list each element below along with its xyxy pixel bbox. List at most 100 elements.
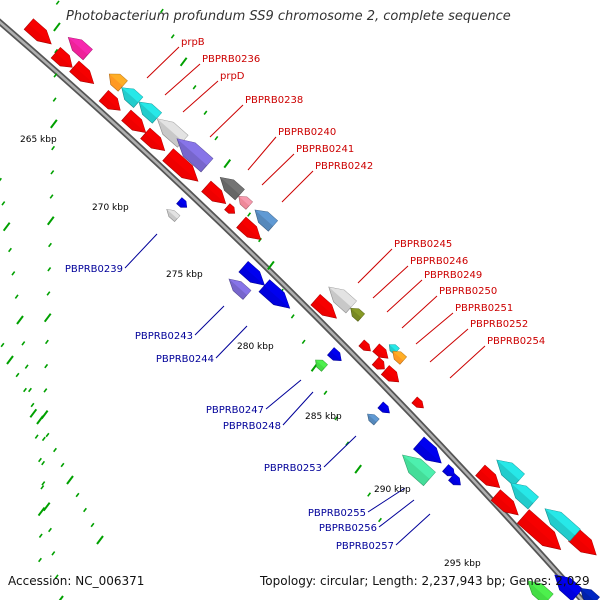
gene-arrow [475, 464, 501, 489]
gene-arrow-shine [229, 279, 251, 295]
leader-line-forward [401, 295, 438, 329]
tick-mark [37, 506, 46, 517]
gene-arrow [516, 509, 562, 550]
gene-arrow-shine [361, 340, 371, 351]
gene-arrow-shine [206, 181, 226, 204]
tick-mark [38, 457, 42, 463]
gene-arrow [411, 396, 424, 409]
gene-arrow-shine [445, 464, 455, 476]
tick-mark [159, 8, 164, 14]
leader-line-reverse [215, 325, 248, 359]
tick-mark [60, 462, 65, 468]
tick-mark [43, 313, 52, 323]
tick-mark [21, 341, 26, 346]
gene-arrow-shine [328, 287, 357, 307]
leader-line-forward [429, 328, 469, 363]
gene-arrow-shine [315, 360, 328, 368]
gene-label-forward: prpB [181, 37, 205, 48]
leader-line-reverse [124, 233, 158, 269]
gene-arrow-shine [103, 90, 121, 111]
gene-label-reverse: PBPRB0244 [156, 354, 214, 365]
tick-mark [28, 387, 32, 393]
leader-line-reverse [378, 499, 415, 528]
tick-mark [53, 73, 58, 78]
tick-marks [0, 0, 382, 600]
gene-arrow-body [219, 176, 245, 201]
tick-mark [34, 434, 39, 439]
gene-arrow [372, 343, 389, 359]
tick-mark [41, 481, 46, 486]
gene-arrow-shine [168, 148, 198, 182]
gene-arrow-shine [375, 357, 385, 369]
gene-arrow-body [554, 574, 583, 600]
gene-label-forward: PBPRB0252 [470, 319, 528, 330]
leader-line-forward [386, 279, 423, 313]
gene-arrow-shine [380, 402, 390, 413]
tick-mark [38, 533, 43, 539]
map-title: Photobacterium profundum SS9 chromosome … [66, 9, 511, 24]
gene-arrow [371, 356, 385, 370]
gene-label-forward: PBPRB0246 [410, 256, 468, 267]
tick-mark [54, 574, 59, 579]
scale-label: 295 kbp [444, 559, 481, 569]
tick-mark [214, 135, 219, 141]
topology-text: Topology: circular; Length: 2,237,943 bp… [260, 574, 590, 588]
tick-mark [42, 502, 51, 512]
gene-arrow [380, 365, 400, 383]
gene-arrow-shine [121, 87, 143, 103]
leader-line-forward [415, 312, 454, 345]
tick-mark [30, 402, 35, 408]
gene-arrow-shine [241, 217, 261, 240]
scale-label: 280 kbp [237, 342, 274, 352]
tick-mark [48, 527, 52, 533]
gene-label-forward: PBPRB0251 [455, 303, 513, 314]
tick-mark [179, 57, 188, 67]
tick-mark [2, 222, 11, 232]
gene-arrow-shine [220, 177, 245, 195]
leader-line-forward [372, 265, 409, 299]
gene-arrow-shine [523, 509, 561, 550]
gene-arrow-shine [527, 580, 554, 600]
gene-arrow-shine [139, 102, 162, 118]
gene-label-forward: PBPRB0241 [296, 144, 354, 155]
gene-arrow-shine [418, 437, 442, 463]
tick-mark [14, 294, 19, 299]
gene-arrow [69, 60, 95, 85]
accession-text: Accession: NC_006371 [8, 574, 145, 588]
tick-mark [50, 119, 58, 129]
gene-arrow [67, 36, 93, 61]
gene-arrow-shine [451, 473, 461, 485]
tick-mark [0, 177, 2, 182]
gene-arrow-body [138, 101, 163, 124]
gene-arrow [50, 47, 73, 68]
tick-mark [46, 216, 55, 226]
gene-arrow [166, 208, 181, 223]
tick-mark [75, 492, 80, 498]
gene-arrow-shine [145, 128, 165, 151]
tick-mark [47, 266, 52, 272]
gene-arrow-shine [315, 294, 337, 319]
gene-arrow-shine [330, 347, 342, 361]
gene-label-forward: PBPRB0250 [439, 286, 497, 297]
scale-label: 290 kbp [374, 485, 411, 495]
gene-arrow-shine [367, 414, 380, 422]
tick-mark [334, 415, 339, 421]
tick-mark [45, 432, 50, 438]
gene-arrow-shine [238, 196, 253, 206]
gene-arrow [527, 580, 554, 600]
gene-label-reverse: PBPRB0253 [264, 463, 322, 474]
gene-arrow [327, 347, 342, 361]
gene-arrow-shine [179, 197, 187, 208]
gene-arrow [392, 351, 407, 365]
gene-arrow-shine [126, 110, 146, 133]
gene-arrow [238, 261, 265, 286]
gene-arrow [580, 588, 600, 600]
tick-mark [48, 242, 52, 248]
tick-mark [49, 194, 54, 199]
leader-line-forward [357, 248, 393, 284]
leader-line-reverse [395, 513, 431, 546]
tick-mark [203, 110, 208, 115]
gene-arrow [402, 454, 436, 487]
scale-label: 265 kbp [20, 135, 57, 145]
